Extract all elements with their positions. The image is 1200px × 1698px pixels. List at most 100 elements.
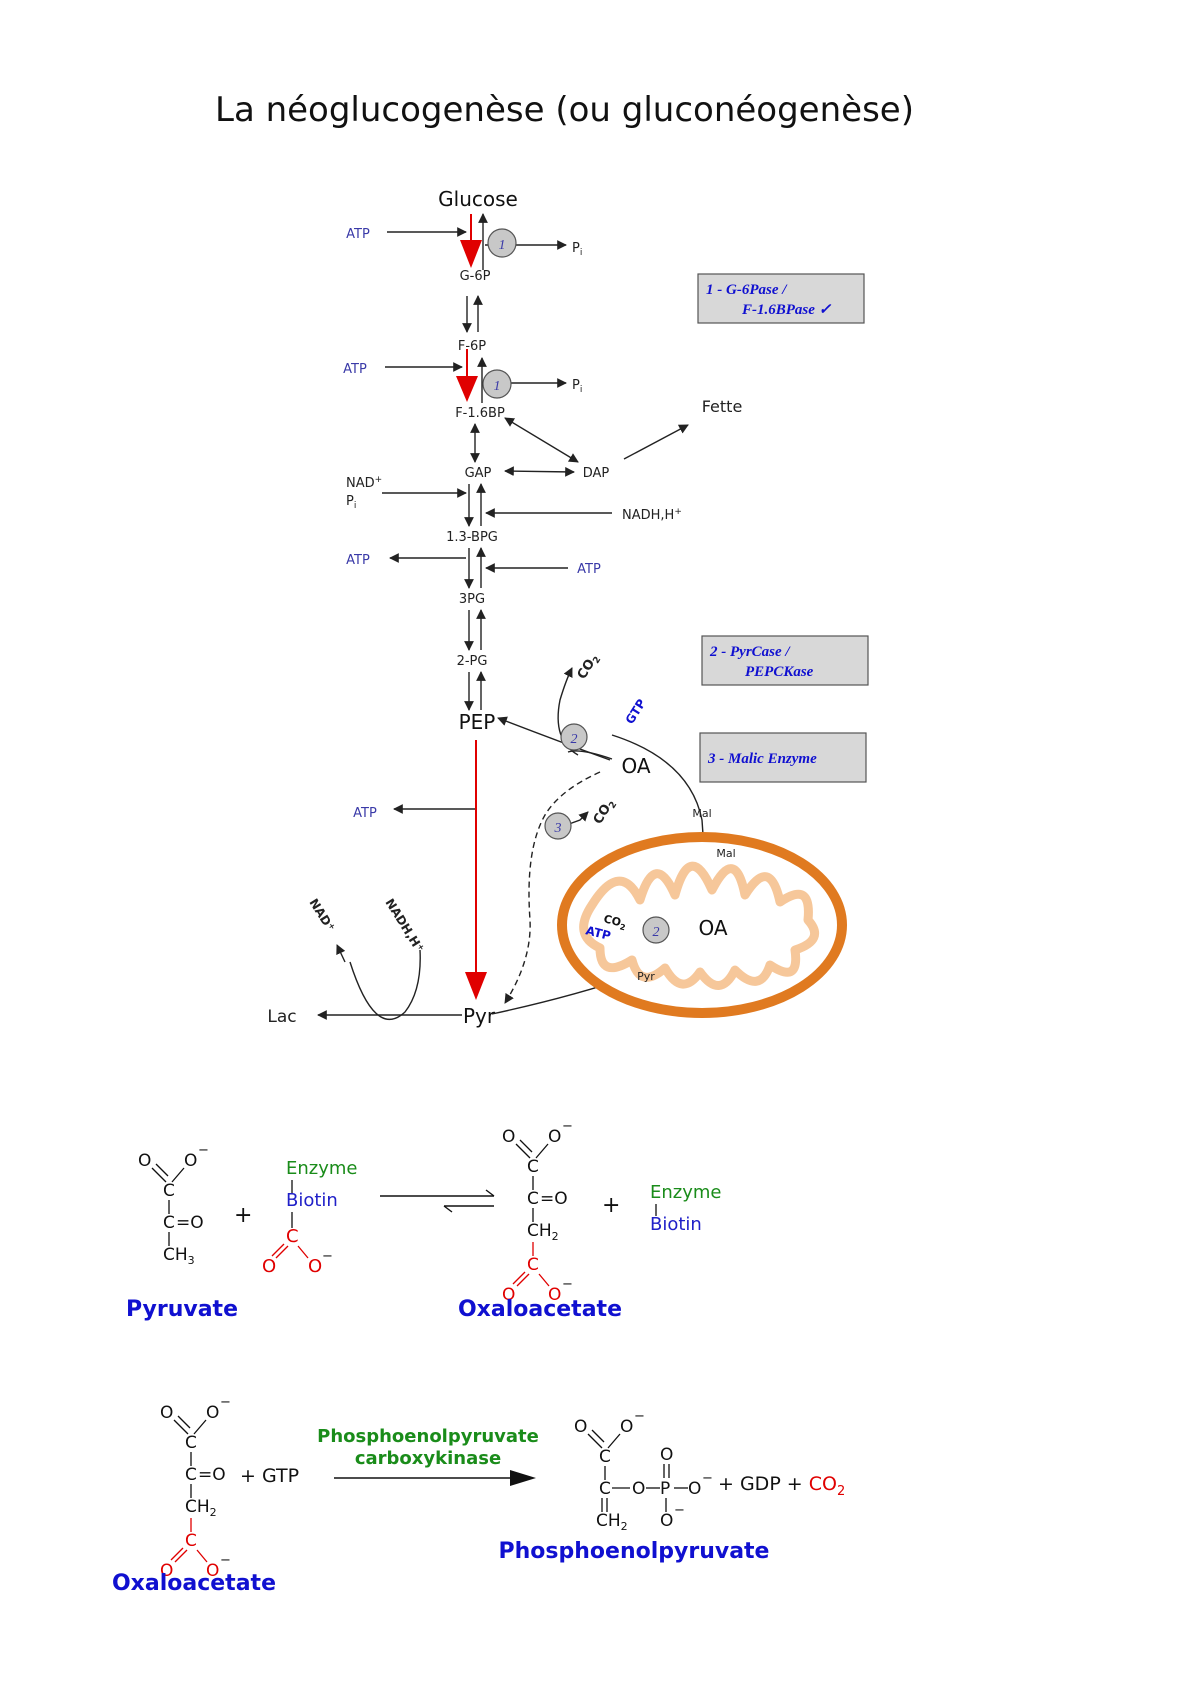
svg-text:1 - G-6Pase /: 1 - G-6Pase /	[706, 282, 788, 298]
legend: 1 - G-6Pase / F-1.6BPase ✓ 2 - PyrCase /…	[697, 273, 869, 783]
svg-text:P: P	[660, 1479, 670, 1499]
pyruvate-structure: O O − C C =O CH3	[138, 1143, 209, 1267]
svg-text:PEPCKase: PEPCKase	[745, 664, 814, 680]
atp-label-5: ATP	[353, 806, 377, 821]
svg-text:Biotin: Biotin	[286, 1190, 338, 1211]
svg-text:Enzyme: Enzyme	[286, 1158, 358, 1179]
oxaloacetate-name-2: Oxaloacetate	[112, 1571, 276, 1596]
svg-text:O: O	[138, 1151, 151, 1171]
oa-label: OA	[621, 754, 650, 778]
pyr-label: Pyr	[463, 1004, 496, 1028]
co2-label-1: CO2	[575, 651, 604, 683]
pi-label-2: Pi	[572, 378, 582, 395]
svg-text:Biotin: Biotin	[650, 1214, 702, 1235]
svg-text:−: −	[562, 1119, 573, 1134]
svg-text:O: O	[574, 1417, 587, 1437]
legend-box-2: 2 - PyrCase / PEPCKase	[701, 635, 869, 686]
svg-text:3 - Malic Enzyme: 3 - Malic Enzyme	[707, 751, 817, 767]
gtp-label: GTP	[623, 696, 649, 726]
gap-label: GAP	[465, 466, 492, 481]
svg-text:2: 2	[571, 732, 578, 747]
lac-label: Lac	[267, 1007, 296, 1027]
pepck-name-line1: Phosphoenolpyruvate	[317, 1426, 539, 1447]
svg-text:F-1.6BPase ✓: F-1.6BPase ✓	[741, 302, 832, 318]
svg-text:O: O	[308, 1256, 322, 1277]
pg2-label: 2-PG	[457, 654, 488, 669]
svg-text:=O: =O	[198, 1465, 226, 1485]
atp-label-4: ATP	[577, 562, 601, 577]
pyruvate-name: Pyruvate	[126, 1297, 238, 1322]
svg-text:O: O	[548, 1285, 561, 1305]
svg-text:3: 3	[554, 821, 562, 836]
nadh-label: NADH,H+	[622, 507, 682, 523]
svg-text:C: C	[599, 1447, 611, 1467]
oxaloacetate-structure-2: O O − C C =O CH2 C O O −	[160, 1395, 231, 1581]
enzyme-circle-1b: 1	[482, 369, 512, 399]
svg-text:O: O	[660, 1511, 673, 1531]
svg-text:O: O	[660, 1445, 673, 1465]
svg-text:O: O	[502, 1127, 515, 1147]
mitochondrion: OA Pyr Mal 2 CO2 ATP	[557, 832, 847, 1018]
g6p-label: G-6P	[460, 269, 491, 284]
svg-text:O: O	[160, 1561, 173, 1581]
glucose-label: Glucose	[438, 187, 518, 211]
svg-text:CH2: CH2	[527, 1221, 559, 1243]
svg-text:C: C	[286, 1226, 299, 1247]
svg-text:C: C	[163, 1181, 175, 1201]
equilibrium-arrows	[380, 1189, 495, 1213]
pep-label: PEP	[459, 710, 496, 734]
page-title: La néoglucogenèse (ou gluconéogenèse)	[215, 90, 914, 130]
svg-text:=O: =O	[540, 1189, 568, 1209]
atp-label-2: ATP	[343, 362, 367, 377]
svg-text:C: C	[185, 1465, 197, 1485]
enzyme-circle-2b: 2	[642, 916, 670, 944]
co2-label-2: CO2	[591, 796, 620, 828]
reaction-arrow-2	[334, 1470, 536, 1486]
bpg13-label: 1.3-BPG	[446, 530, 498, 545]
svg-text:C: C	[527, 1255, 539, 1275]
phosphoenolpyruvate-name: Phosphoenolpyruvate	[499, 1539, 770, 1564]
carboxybiotin-structure: Enzyme Biotin C O O −	[262, 1158, 358, 1277]
nad-plus-label: NAD+	[346, 475, 382, 491]
svg-text:O: O	[632, 1479, 645, 1499]
svg-text:−: −	[702, 1471, 713, 1486]
plus-1: +	[234, 1203, 252, 1228]
pyr-mito-label: Pyr	[637, 970, 655, 983]
svg-text:2: 2	[653, 925, 660, 940]
svg-text:C: C	[163, 1213, 175, 1233]
enzyme-biotin-product: Enzyme Biotin	[650, 1182, 722, 1235]
svg-text:C: C	[527, 1189, 539, 1209]
fette-label: Fette	[702, 397, 743, 416]
oxaloacetate-name-1: Oxaloacetate	[458, 1297, 622, 1322]
atp-label-3: ATP	[346, 553, 370, 568]
enzyme-circle-2a: 2	[560, 723, 588, 751]
f6p-label: F-6P	[458, 339, 486, 354]
red-bypass-arrows	[456, 214, 487, 1000]
legend-box-3: 3 - Malic Enzyme	[699, 732, 867, 783]
oxaloacetate-structure-1: O O − C C =O CH2 C O O −	[502, 1119, 573, 1305]
nadh-rotated-label: NADH,H+	[382, 896, 426, 955]
svg-text:1: 1	[494, 379, 501, 394]
svg-text:−: −	[198, 1143, 209, 1158]
pathway-arrows	[317, 213, 704, 1021]
svg-text:−: −	[220, 1553, 231, 1568]
mitochondrion-cristae	[579, 861, 820, 990]
dap-label: DAP	[583, 466, 610, 481]
svg-text:2 - PyrCase /: 2 - PyrCase /	[709, 644, 791, 660]
malic-enzyme-route	[504, 771, 601, 1004]
co2-mito-label: CO2	[602, 912, 628, 932]
mal-label: Mal	[692, 807, 711, 820]
products-label: + GDP + CO2	[718, 1473, 845, 1499]
svg-text:Enzyme: Enzyme	[650, 1182, 722, 1203]
plus-gtp-label: + GTP	[240, 1465, 299, 1487]
svg-text:1: 1	[499, 238, 506, 253]
svg-text:CH3: CH3	[163, 1245, 195, 1267]
svg-text:O: O	[548, 1127, 561, 1147]
plus-2: +	[602, 1193, 620, 1218]
svg-text:−: −	[634, 1409, 645, 1424]
svg-text:CH2: CH2	[185, 1497, 217, 1519]
enzyme-circle-1a: 1	[487, 228, 517, 258]
svg-text:O: O	[206, 1561, 219, 1581]
svg-text:−: −	[220, 1395, 231, 1410]
svg-text:−: −	[562, 1277, 573, 1292]
